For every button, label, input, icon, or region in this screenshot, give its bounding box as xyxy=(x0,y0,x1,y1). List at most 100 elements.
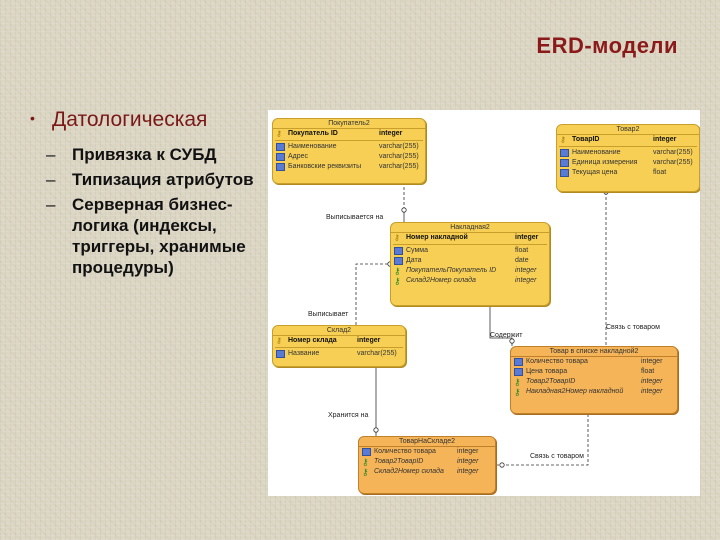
entity-title: Товар в списке накладной2 xyxy=(511,347,677,357)
column-icon xyxy=(514,368,523,376)
entity-title: Накладная2 xyxy=(391,223,549,233)
attr-type: date xyxy=(515,257,529,264)
relation-end-marker xyxy=(509,338,515,344)
foreign-key-icon: ⚷ xyxy=(514,377,521,387)
attr-type: varchar(255) xyxy=(379,163,419,170)
attr-type: varchar(255) xyxy=(379,143,419,150)
attr-type: integer xyxy=(379,130,403,137)
attr-name: Наименование xyxy=(572,149,621,156)
attr-name: Товар2ТоварID xyxy=(526,378,576,385)
foreign-key-icon: ⚷ xyxy=(514,387,521,397)
attr-name: Товар2ТоварID xyxy=(374,458,424,465)
entity-invoice: Накладная2 ⚷ Номер накладной integer Сумма… xyxy=(390,222,550,306)
attr-name: Склад2Номер склада xyxy=(406,277,476,284)
attr-name: Банковские реквизиты xyxy=(288,163,362,170)
attr-type: integer xyxy=(457,458,479,465)
column-icon xyxy=(276,153,285,161)
column-icon xyxy=(560,159,569,167)
relation-label: Связь с товаром xyxy=(606,324,660,331)
bullet-dot-icon: • xyxy=(30,110,35,126)
main-bullet: • Датологическая xyxy=(30,108,265,132)
attr-name: Сумма xyxy=(406,247,428,254)
attr-type: varchar(255) xyxy=(357,350,397,357)
key-icon: ⚷ xyxy=(394,233,400,242)
attr-type: integer xyxy=(357,337,381,344)
key-icon: ⚷ xyxy=(560,135,566,144)
sub-bullet-list: –Привязка к СУБД –Типизация атрибутов –С… xyxy=(30,144,265,278)
attr-name: Наименование xyxy=(288,143,337,150)
attr-type: integer xyxy=(653,136,677,143)
foreign-key-icon: ⚷ xyxy=(394,266,401,276)
column-icon xyxy=(514,358,523,366)
entity-title: Склад2 xyxy=(273,326,405,336)
attr-type: integer xyxy=(457,448,479,455)
entity-invoice-line: Товар в списке накладной2 Количество тов… xyxy=(510,346,678,414)
attr-type: varchar(255) xyxy=(653,159,693,166)
entity-title: Покупатель2 xyxy=(273,119,425,129)
attr-name: ТоварID xyxy=(572,136,600,143)
attr-name: Адрес xyxy=(288,153,309,160)
attr-name: Количество товара xyxy=(526,358,588,365)
sub-bullet-text: Привязка к СУБД xyxy=(72,145,217,164)
attr-name: Дата xyxy=(406,257,422,264)
sub-bullet-text: Серверная бизнес-логика (индексы, тригге… xyxy=(72,195,246,277)
relation-line xyxy=(355,263,390,325)
attr-type: integer xyxy=(515,267,537,274)
attr-type: integer xyxy=(641,388,663,395)
relationship-lines xyxy=(355,182,609,468)
attr-type: integer xyxy=(641,358,663,365)
attr-type: float xyxy=(515,247,529,254)
relation-end-marker xyxy=(373,427,379,433)
column-icon xyxy=(394,247,403,255)
entity-product: Товар2 ⚷ ТоварID integer Наименование varch… xyxy=(556,124,700,192)
column-icon xyxy=(276,143,285,151)
relation-end-marker xyxy=(401,207,407,213)
attr-name: ПокупательПокупатель ID xyxy=(406,267,497,274)
relation-line xyxy=(489,306,513,346)
attr-name: Цена товара xyxy=(526,368,568,375)
attr-name: Номер накладной xyxy=(406,234,468,241)
dash-icon: – xyxy=(46,170,56,189)
relation-end-marker xyxy=(499,462,505,468)
dash-icon: – xyxy=(46,145,56,164)
attr-type: integer xyxy=(515,277,537,284)
attr-name: Склад2Номер склада xyxy=(374,468,444,475)
attr-type: varchar(255) xyxy=(379,153,419,160)
relation-label: Хранится на xyxy=(328,412,369,419)
attr-name: Название xyxy=(288,350,320,357)
slide-title: ERD-модели xyxy=(536,33,678,58)
foreign-key-icon: ⚷ xyxy=(362,467,369,477)
relation-label: Выписывает xyxy=(308,311,349,318)
attr-type: float xyxy=(653,169,667,176)
entity-title: Товар2 xyxy=(557,125,699,135)
dash-icon: – xyxy=(46,195,56,214)
column-icon xyxy=(394,257,403,265)
attr-name: Единица измерения xyxy=(572,159,638,166)
attr-type: integer xyxy=(515,234,539,241)
attr-name: Текущая цена xyxy=(572,169,618,176)
column-icon xyxy=(560,149,569,157)
main-bullet-text: Датологическая xyxy=(52,108,208,131)
entity-title: ТоварНаСкладе2 xyxy=(359,437,495,447)
relation-line xyxy=(496,410,589,466)
column-icon xyxy=(276,350,285,358)
sub-bullet-item: –Типизация атрибутов xyxy=(44,169,265,190)
relation-label: Выписывается на xyxy=(326,214,384,221)
attr-type: integer xyxy=(641,378,663,385)
sub-bullet-item: –Серверная бизнес-логика (индексы, тригг… xyxy=(44,194,265,278)
column-icon xyxy=(276,163,285,171)
attr-type: varchar(255) xyxy=(653,149,693,156)
column-icon xyxy=(560,169,569,177)
attr-name: Количество товара xyxy=(374,448,436,455)
key-icon: ⚷ xyxy=(276,129,282,138)
column-icon xyxy=(362,448,371,456)
foreign-key-icon: ⚷ xyxy=(362,457,369,467)
attr-name: Накладная2Номер накладной xyxy=(526,388,624,395)
relation-label: Связь с товаром xyxy=(530,453,584,460)
relation-label: Содержит xyxy=(490,332,523,339)
key-icon: ⚷ xyxy=(276,336,282,345)
sub-bullet-item: –Привязка к СУБД xyxy=(44,144,265,165)
